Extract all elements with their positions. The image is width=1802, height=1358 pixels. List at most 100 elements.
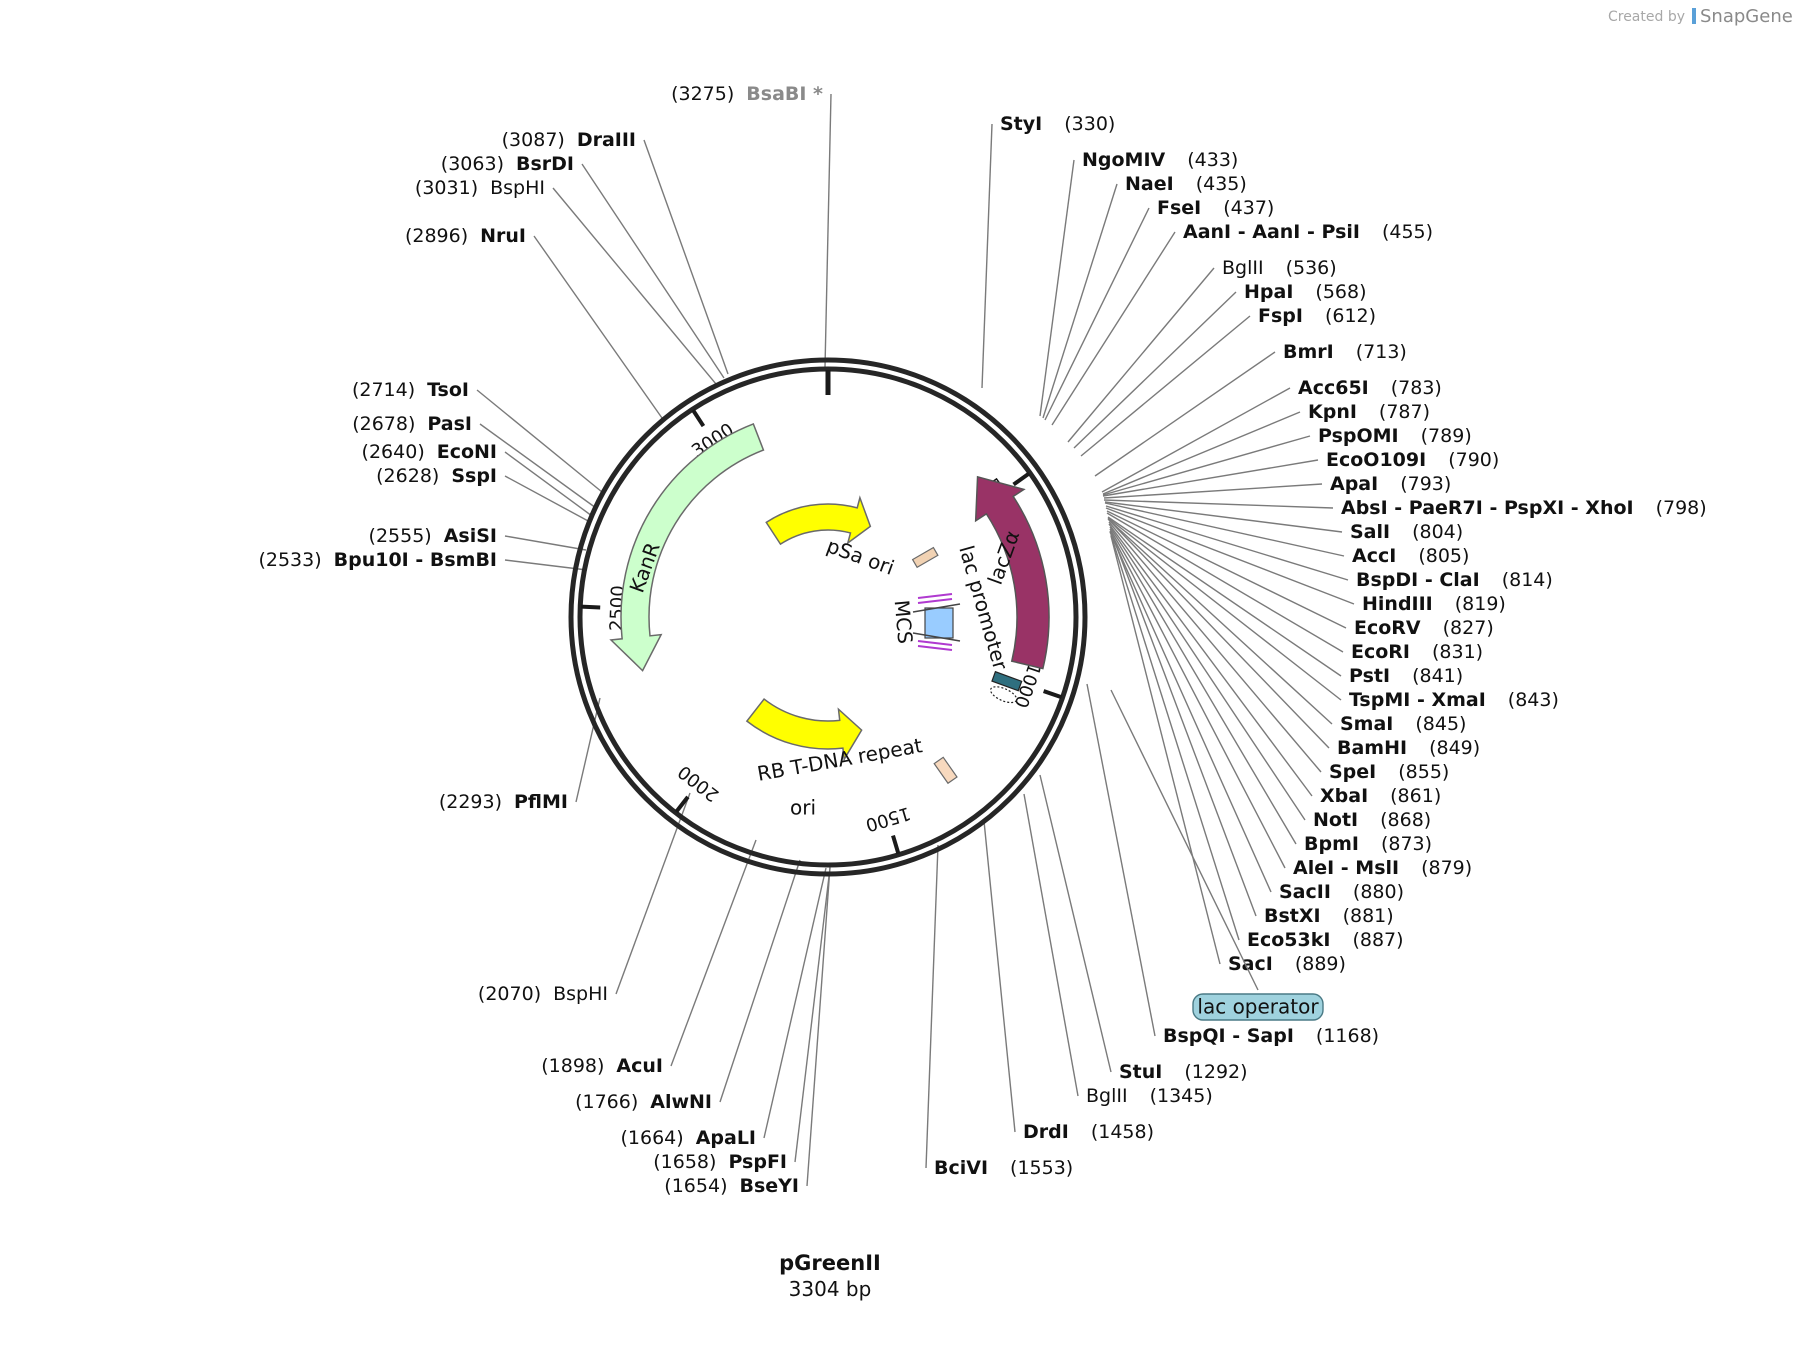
MCS-leader [912,603,961,613]
site-label: BciVI(1553) [934,1157,1073,1179]
site-leader [824,93,832,368]
site-name: BstXI [1264,905,1321,927]
site-label: BmrI(713) [1283,341,1407,363]
site-label: PspOMI(789) [1318,425,1472,447]
site-position: (1658) [653,1151,716,1173]
site-name: NruI [480,225,526,247]
site-label: DrdI (1458) [1023,1121,1154,1143]
site-name: HpaI [1244,281,1293,303]
site-leader [1105,507,1355,605]
RB-repeat-marker [933,756,958,785]
site-leader [479,423,597,509]
site-leader [1105,505,1349,581]
site-labels: StyI(330)NgoMIV(433)NaeI(435)FseI(437)Aa… [258,83,1706,1197]
site-label: (2070)BspHI [478,983,608,1005]
site-position: (2293) [439,791,502,813]
site-leader [1080,315,1251,457]
site-position: (887) [1352,929,1403,951]
scale-label-1500: 1500 [863,802,913,835]
site-label: EcoRV(827) [1354,617,1494,639]
credit-text: Created by [1608,9,1685,25]
site-position: (831) [1432,641,1483,663]
site-leader [476,389,603,493]
site-label: BpmI(873) [1304,833,1432,855]
scale-tick-3000 [691,409,706,428]
site-position: (3063) [441,153,504,175]
site-leader [983,820,1016,1133]
site-leader [581,163,725,379]
plasmid-name: pGreenII [779,1251,881,1275]
site-label: HindIII(819) [1362,593,1506,615]
site-name: EcoRI [1351,641,1410,663]
site-label: BglII(536) [1222,257,1337,279]
site-position: (849) [1429,737,1480,759]
ori-arrow [745,697,863,762]
site-leader [1102,411,1301,495]
site-position: (1458) [1091,1121,1154,1143]
scale-tick-1000 [1042,689,1063,700]
site-position: (536) [1286,257,1337,279]
site-leader [1108,523,1313,797]
site-label: BspDI - ClaI(814) [1356,569,1553,591]
site-leader [1103,483,1323,499]
site-name: PspFI [728,1151,787,1173]
backbone-inner-ring [577,366,1079,868]
site-leader [1109,528,1297,845]
site-leader [1108,521,1322,773]
site-label: EcoO109I(790) [1326,449,1499,471]
scale-tick-500 [1012,471,1031,487]
site-position: (868) [1380,809,1431,831]
scale-label-2000: 2000 [674,761,723,806]
site-leader [763,867,827,1139]
site-name: AleI - MslI [1293,857,1399,879]
site-position: (3031) [415,177,478,199]
site-name: EcoRV [1354,617,1421,639]
site-label: FspI(612) [1258,305,1376,327]
site-label: StuI(1292) [1119,1061,1248,1083]
site-leader [1109,526,1306,821]
site-position: (2896) [405,225,468,247]
site-label: ApaI(793) [1330,473,1451,495]
site-name: BsrDI [516,153,574,175]
site-position: (433) [1187,149,1238,171]
site-position: (790) [1448,449,1499,471]
site-label: (2896) NruI [405,225,526,247]
site-leader [1023,793,1079,1097]
site-label: (3031)BspHI [415,177,545,199]
site-name: XbaI [1320,785,1368,807]
site-position: (437) [1223,197,1274,219]
site-name: StuI [1119,1061,1162,1083]
site-label: Eco53kI (887) [1247,929,1404,951]
site-leader [925,844,939,1169]
site-name: TsoI [427,379,469,401]
site-name: Eco53kI [1247,929,1330,951]
lacZa-arrow [974,475,1050,670]
site-leader [1103,499,1334,509]
site-name: SmaI [1340,713,1393,735]
site-leader [615,792,691,995]
site-label: (3063) BsrDI [441,153,574,175]
site-label: SmaI(845) [1340,713,1466,735]
pSa-marker [911,546,939,569]
site-label: AbsI - PaeR7I - PspXI - XhoI(798) [1341,497,1707,519]
site-leader [1107,518,1333,725]
site-name: BseYI [739,1175,799,1197]
site-position: (819) [1455,593,1506,615]
site-position: (455) [1382,221,1433,243]
site-leader [1094,351,1276,477]
site-name: TspMI - XmaI [1349,689,1486,711]
site-name: SacI [1228,953,1273,975]
site-leader [504,451,593,517]
site-label: (1898)AcuI [541,1055,663,1077]
site-position: (1345) [1150,1085,1213,1107]
site-name: ApaI [1330,473,1378,495]
site-name: DrdI [1023,1121,1069,1143]
site-position: (881) [1343,905,1394,927]
site-label: SalI(804) [1350,521,1463,543]
KanR-arrow [609,422,765,672]
MCS-site-mark [917,593,953,599]
site-name: Bpu10I - BsmBI [334,549,497,571]
site-name: AccI [1352,545,1396,567]
